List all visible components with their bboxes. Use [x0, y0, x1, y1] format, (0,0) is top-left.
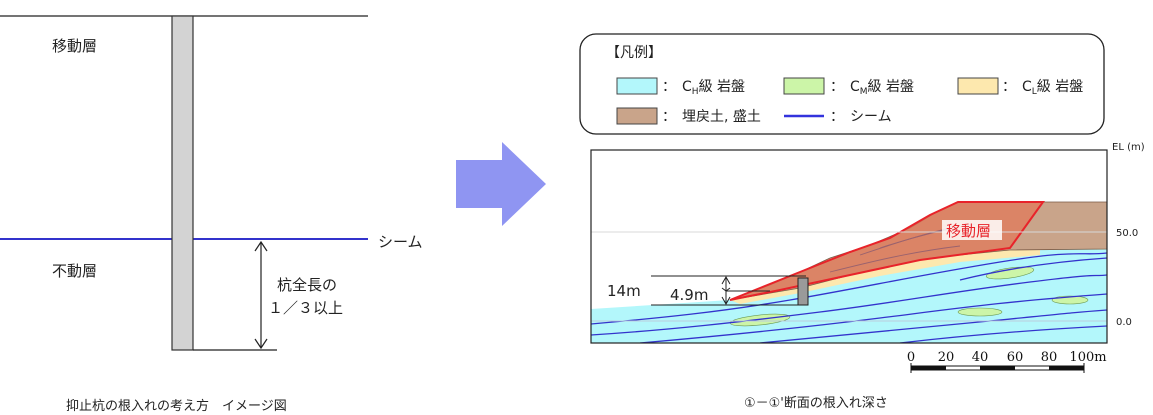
scale-tick-80: 80 [1041, 350, 1058, 365]
depth-text-line2: １／３以上 [268, 299, 343, 317]
cross-section: 14m 4.9m 移動層 EL (m) 50.0 0.0 [590, 142, 1145, 344]
seam-lines [591, 252, 1107, 343]
left-diagram: 移動層 不動層 シーム 杭全長の １／３以上 抑止杭の根入れの考え方 イメージ図 [0, 15, 423, 414]
cm-lens-3 [957, 307, 1003, 317]
legend: 【凡例】 ：CH級 岩盤 ：CM級 岩盤 ：CL級 岩盤 ：埋戻土, 盛土 ：シ… [579, 33, 1105, 135]
dim-arrow-up [721, 275, 731, 285]
legend-item-ch: ：CH級 岩盤 [662, 79, 745, 97]
cm-lens-1 [985, 266, 1035, 280]
scale-tick-60: 60 [1007, 350, 1024, 365]
moving-layer-label-bg [942, 220, 1002, 240]
elevation-unit: EL (m) [1112, 142, 1145, 153]
legend-swatch-ch [616, 77, 658, 95]
scale-tick-100m: 100m [1069, 350, 1106, 365]
legend-item-fill-soil: ：埋戻土, 盛土 [662, 109, 761, 125]
legend-item-cl: ：CL級 岩盤 [1002, 79, 1083, 97]
right-caption: ①－①'断面の根入れ深さ [744, 396, 888, 411]
legend-item-seam: ：シーム [830, 109, 892, 125]
scale-seg-3 [980, 366, 1015, 370]
dim-arrow-down [721, 296, 731, 306]
seam-label: シーム [378, 233, 423, 251]
ch-rock-zone [591, 247, 1107, 343]
legend-swatch-fill-soil [616, 107, 658, 125]
scale-tick-0: 0 [907, 350, 915, 365]
section-pile [797, 277, 809, 306]
legend-swatch-cm [783, 77, 825, 95]
section-frame [590, 149, 1108, 344]
elevation-tick-50: 50.0 [1116, 228, 1138, 239]
scale-seg-5 [1049, 366, 1084, 370]
upper-layer-label: 移動層 [52, 37, 97, 55]
scale-tick-40: 40 [972, 350, 989, 365]
scale-seg-1 [911, 366, 946, 370]
pile-total-label: 14m [607, 282, 641, 300]
transition-arrow [456, 142, 546, 226]
legend-item-cm: ：CM級 岩盤 [830, 79, 914, 97]
pile [171, 15, 194, 351]
legend-title: 【凡例】 [606, 45, 662, 61]
embed-depth-label: 4.9m [670, 286, 708, 304]
scale-bar: 0 20 40 60 80 100m [907, 350, 1107, 373]
lower-layer-label: 不動層 [52, 262, 97, 280]
scale-tick-20: 20 [938, 350, 955, 365]
left-caption: 抑止杭の根入れの考え方 イメージ図 [66, 398, 287, 414]
moving-layer-label: 移動層 [946, 222, 991, 240]
depth-text-line1: 杭全長の [277, 276, 337, 294]
elevation-tick-0: 0.0 [1116, 317, 1132, 328]
arrow-head-up [254, 240, 268, 252]
arrow-head-down [254, 338, 268, 350]
legend-box [579, 33, 1105, 135]
legend-swatch-cl [957, 77, 999, 95]
dim-arrow-mid [721, 287, 731, 292]
